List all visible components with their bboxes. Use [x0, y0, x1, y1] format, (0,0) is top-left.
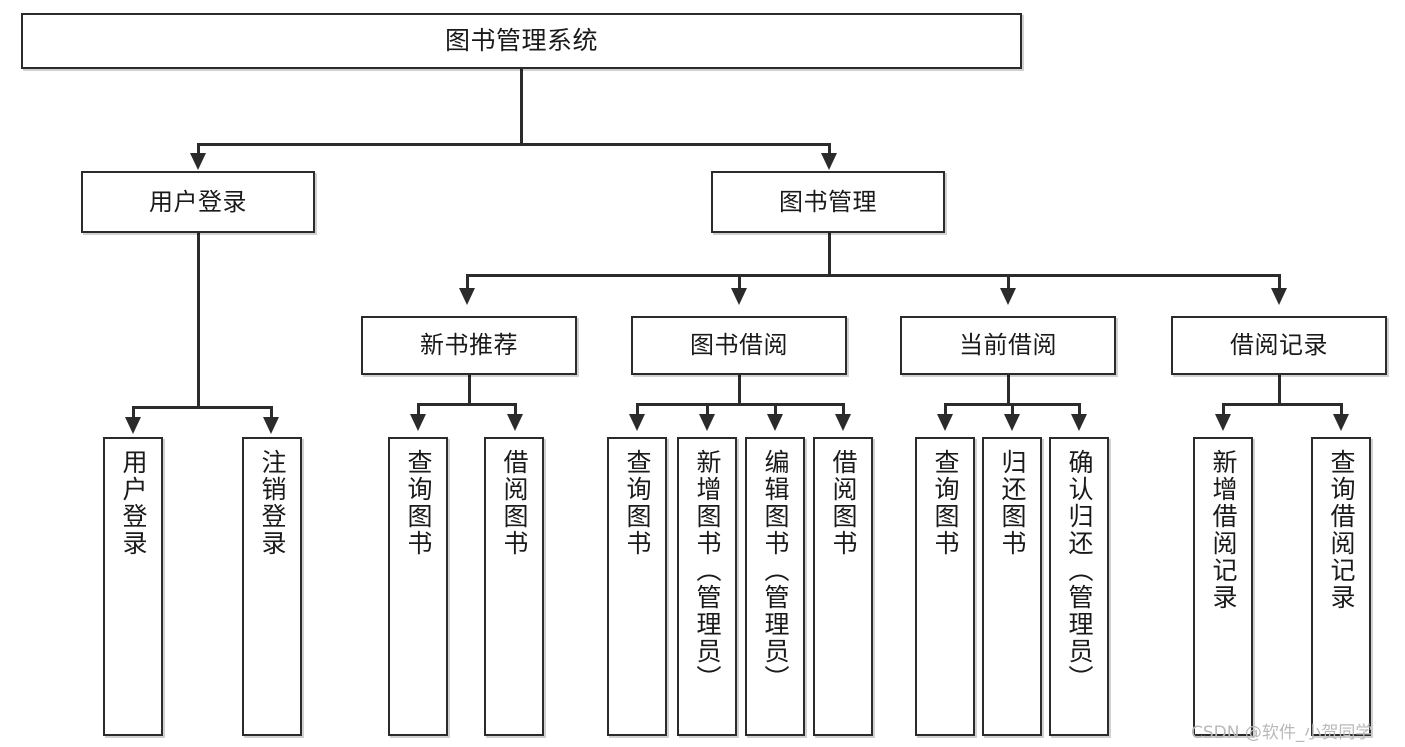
edge-root-bus — [197, 143, 831, 146]
node-leaf-return-book-label: 归还图书 — [998, 449, 1027, 557]
arrow-bm-to-borrow-record — [1271, 288, 1287, 305]
node-leaf-query-book-2[interactable]: 查询图书 — [607, 437, 667, 736]
arrow-bb-to-leaf-2 — [699, 414, 715, 431]
node-leaf-user-login-label: 用户登录 — [119, 449, 148, 557]
node-leaf-return-book[interactable]: 归还图书 — [982, 437, 1042, 736]
watermark: CSDN @软件_小贺同学 — [1191, 723, 1373, 743]
node-leaf-confirm-return[interactable]: 确认归还（管理员） — [1049, 437, 1109, 736]
edge-br-to-leaf-1 — [1222, 403, 1225, 415]
node-leaf-query-record[interactable]: 查询借阅记录 — [1311, 437, 1371, 736]
edge-bm-to-new-book — [466, 274, 469, 291]
node-leaf-logout[interactable]: 注销登录 — [242, 437, 302, 736]
node-leaf-add-book[interactable]: 新增图书（管理员） — [677, 437, 737, 736]
node-leaf-edit-book[interactable]: 编辑图书（管理员） — [745, 437, 805, 736]
edge-root-to-book-manage — [828, 143, 831, 157]
edge-bm-to-book-borrow — [738, 274, 741, 291]
node-leaf-add-record-label: 新增借阅记录 — [1209, 449, 1238, 611]
edge-bm-to-borrow-record — [1278, 274, 1281, 291]
edge-nb-to-leaf-1 — [417, 403, 420, 415]
arrow-bb-to-leaf-4 — [835, 414, 851, 431]
arrow-nb-to-leaf-1 — [410, 414, 426, 431]
node-new-book-recommend-label: 新书推荐 — [420, 331, 518, 360]
edge-br-to-leaf-2 — [1340, 403, 1343, 415]
arrow-bb-to-leaf-3 — [767, 414, 783, 431]
edge-user-login-stem — [197, 232, 200, 406]
edge-current-borrow-stem — [1007, 375, 1010, 403]
edge-book-borrow-bus — [636, 403, 845, 406]
node-user-login-label: 用户登录 — [149, 187, 247, 216]
edge-book-borrow-stem — [738, 375, 741, 403]
node-leaf-add-book-label: 新增图书（管理员） — [693, 449, 722, 692]
edge-bb-to-leaf-4 — [842, 403, 845, 415]
node-leaf-borrow-book-1[interactable]: 借阅图书 — [484, 437, 544, 736]
edge-bb-to-leaf-3 — [774, 403, 777, 415]
node-leaf-query-book-3[interactable]: 查询图书 — [915, 437, 975, 736]
edge-cb-to-leaf-3 — [1078, 403, 1081, 415]
node-book-manage[interactable]: 图书管理 — [711, 171, 945, 233]
arrow-bb-to-leaf-1 — [629, 414, 645, 431]
edge-borrow-record-bus — [1222, 403, 1342, 406]
node-leaf-logout-label: 注销登录 — [258, 449, 287, 557]
edge-root-stem — [520, 68, 523, 143]
node-current-borrow[interactable]: 当前借阅 — [900, 316, 1116, 375]
node-leaf-borrow-book-2-label: 借阅图书 — [829, 449, 858, 557]
edge-new-book-bus — [417, 403, 517, 406]
edge-bb-to-leaf-1 — [636, 403, 639, 415]
edge-borrow-record-stem — [1278, 375, 1281, 403]
arrow-user-login-to-leaf-2 — [263, 417, 279, 434]
edge-cb-to-leaf-1 — [944, 403, 947, 415]
arrow-bm-to-current-borrow — [1000, 288, 1016, 305]
edge-bm-to-current-borrow — [1007, 274, 1010, 291]
node-leaf-borrow-book-1-label: 借阅图书 — [500, 449, 529, 557]
arrow-br-to-leaf-2 — [1333, 414, 1349, 431]
edge-user-login-to-leaf-2 — [270, 406, 273, 420]
node-leaf-user-login[interactable]: 用户登录 — [103, 437, 163, 736]
edge-user-login-bus — [132, 406, 272, 409]
node-leaf-query-book-3-label: 查询图书 — [931, 449, 960, 557]
node-leaf-edit-book-label: 编辑图书（管理员） — [761, 449, 790, 692]
node-leaf-query-book-2-label: 查询图书 — [623, 449, 652, 557]
edge-book-manage-stem — [828, 232, 831, 274]
node-book-borrow[interactable]: 图书借阅 — [631, 316, 847, 375]
edge-user-login-to-leaf-1 — [132, 406, 135, 420]
arrow-cb-to-leaf-1 — [937, 414, 953, 431]
node-leaf-confirm-return-label: 确认归还（管理员） — [1065, 449, 1094, 692]
node-book-borrow-label: 图书借阅 — [690, 331, 788, 360]
arrow-nb-to-leaf-2 — [507, 414, 523, 431]
node-borrow-record[interactable]: 借阅记录 — [1171, 316, 1387, 375]
node-root[interactable]: 图书管理系统 — [21, 13, 1022, 69]
node-borrow-record-label: 借阅记录 — [1230, 331, 1328, 360]
arrow-br-to-leaf-1 — [1215, 414, 1231, 431]
arrow-root-to-book-manage — [821, 153, 837, 170]
edge-book-manage-bus — [466, 274, 1280, 277]
node-new-book-recommend[interactable]: 新书推荐 — [361, 316, 577, 375]
arrow-cb-to-leaf-2 — [1004, 414, 1020, 431]
arrow-bm-to-new-book — [459, 288, 475, 305]
node-book-manage-label: 图书管理 — [779, 187, 877, 216]
edge-nb-to-leaf-2 — [514, 403, 517, 415]
node-leaf-query-book-1-label: 查询图书 — [404, 449, 433, 557]
node-leaf-query-book-1[interactable]: 查询图书 — [388, 437, 448, 736]
arrow-bm-to-book-borrow — [731, 288, 747, 305]
edge-bb-to-leaf-2 — [706, 403, 709, 415]
node-user-login[interactable]: 用户登录 — [81, 171, 315, 233]
edge-cb-to-leaf-2 — [1011, 403, 1014, 415]
node-current-borrow-label: 当前借阅 — [959, 331, 1057, 360]
node-leaf-borrow-book-2[interactable]: 借阅图书 — [813, 437, 873, 736]
node-leaf-query-record-label: 查询借阅记录 — [1327, 449, 1356, 611]
arrow-cb-to-leaf-3 — [1071, 414, 1087, 431]
arrow-root-to-user-login — [190, 153, 206, 170]
node-leaf-add-record[interactable]: 新增借阅记录 — [1193, 437, 1253, 736]
edge-root-to-user-login — [197, 143, 200, 157]
arrow-user-login-to-leaf-1 — [125, 417, 141, 434]
node-root-label: 图书管理系统 — [444, 26, 598, 56]
edge-new-book-stem — [468, 375, 471, 403]
